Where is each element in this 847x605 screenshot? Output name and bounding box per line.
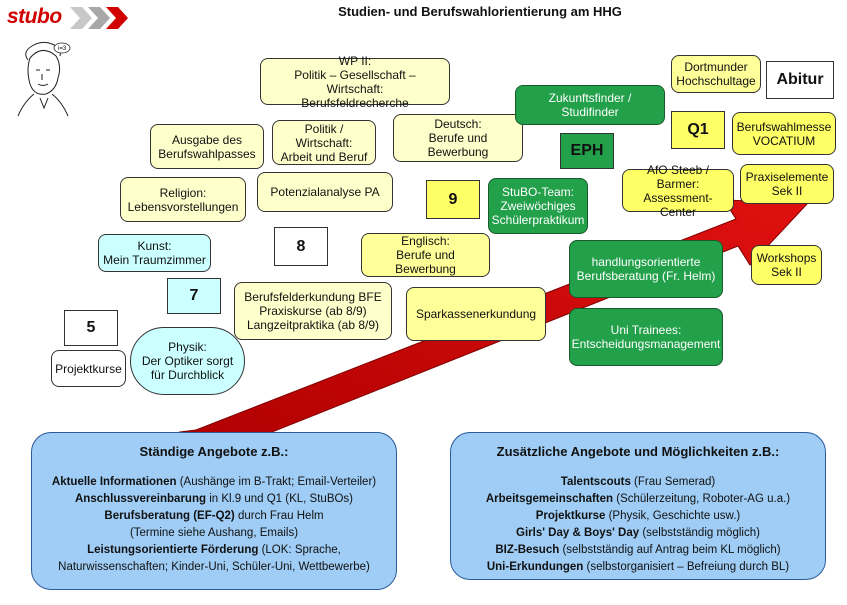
standige-line: Naturwissenschaften; Kinder-Uni, Schüler… — [58, 561, 370, 573]
potenzialanalyse-box: Potenzialanalyse PA — [257, 172, 393, 212]
abitur-label: Abitur — [766, 61, 834, 99]
zusatzliche-line: BIZ-Besuch (selbstständig auf Antrag bei… — [495, 544, 781, 556]
stubo-team-box: StuBO-Team: Zweiwöchiges Schülerpraktiku… — [488, 178, 588, 234]
standige-line: Anschlussvereinbarung in Kl.9 und Q1 (KL… — [74, 493, 354, 505]
englisch-box: Englisch: Berufe und Bewerbung — [361, 233, 490, 277]
zusatzliche-line: Projektkurse (Physik, Geschichte usw.) — [535, 510, 741, 522]
workshops-box: Workshops Sek II — [751, 245, 822, 285]
praxiselemente-box: Praxiselemente Sek II — [740, 164, 834, 204]
grade-9-label: 9 — [426, 180, 480, 219]
physik-box: Physik: Der Optiker sorgt für Durchblick — [130, 327, 245, 395]
chevron-logo-icon — [70, 7, 128, 29]
grade-q1-label: Q1 — [671, 111, 725, 149]
deutsch-box: Deutsch: Berufe und Bewerbung — [393, 114, 523, 162]
sparkassenerkundung-box: Sparkassenerkundung — [406, 287, 546, 341]
stubo-logo: stubo — [7, 5, 62, 28]
portrait-sketch-icon: i=3 — [17, 41, 71, 117]
standige-angebote-panel: Ständige Angebote z.B.: Aktuelle Informa… — [31, 432, 397, 590]
zukunftsfinder-box: Zukunftsfinder / Studifinder — [515, 85, 665, 125]
standige-line: Aktuelle Informationen (Aushänge im B-Tr… — [51, 476, 377, 488]
politik-wirtschaft-box: Politik / Wirtschaft: Arbeit und Beruf — [272, 120, 376, 165]
page-title: Studien- und Berufswahlorientierung am H… — [338, 4, 622, 19]
afo-assessment-center-box: AfO Steeb / Barmer: Assessment-Center — [622, 163, 734, 219]
dortmunder-hochschultage-box: Dortmunder Hochschultage — [671, 55, 761, 93]
religion-box: Religion: Lebensvorstellungen — [120, 177, 246, 222]
zusatzliche-line: Girls' Day & Boys' Day (selbstständig mö… — [516, 527, 760, 539]
zusatzliche-angebote-panel: Zusätzliche Angebote und Möglichkeiten z… — [450, 432, 826, 580]
wp2-box: WP II: Politik – Gesellschaft – Wirtscha… — [260, 54, 450, 110]
grade-8-label: 8 — [274, 227, 328, 266]
standige-angebote-heading: Ständige Angebote z.B.: — [139, 444, 289, 459]
vocatium-box: Berufswahlmesse VOCATIUM — [732, 112, 836, 155]
projektkurse-box: Projektkurse — [51, 350, 126, 387]
zusatzliche-angebote-heading: Zusätzliche Angebote und Möglichkeiten z… — [496, 444, 780, 459]
grade-eph-label: EPH — [560, 133, 614, 169]
ausgabe-berufswahlpass-box: Ausgabe des Berufswahlpasses — [150, 124, 264, 169]
zusatzliche-line: Arbeitsgemeinschaften (Schülerzeitung, R… — [485, 493, 791, 505]
standige-line: (Termine siehe Aushang, Emails) — [129, 527, 299, 539]
grade-5-label: 5 — [64, 310, 118, 346]
handlungsorientierte-berufsberatung-box: handlungsorientierte Berufsberatung (Fr.… — [569, 240, 723, 298]
zusatzliche-line: Uni-Erkundungen (selbstorganisiert – Bef… — [486, 561, 790, 573]
uni-trainees-box: Uni Trainees: Entscheidungsmanagement — [569, 308, 723, 366]
standige-line: Berufsberatung (EF-Q2) durch Frau Helm — [104, 510, 324, 522]
svg-text:i=3: i=3 — [58, 46, 67, 52]
zusatzliche-line: Talentscouts (Frau Semerad) — [560, 476, 716, 488]
berufsfelderkundung-box: Berufsfelderkundung BFE Praxiskurse (ab … — [234, 282, 392, 340]
standige-line: Leistungsorientierte Förderung (LOK: Spr… — [87, 544, 341, 556]
kunst-box: Kunst: Mein Traumzimmer — [98, 234, 211, 272]
grade-7-label: 7 — [167, 278, 221, 314]
